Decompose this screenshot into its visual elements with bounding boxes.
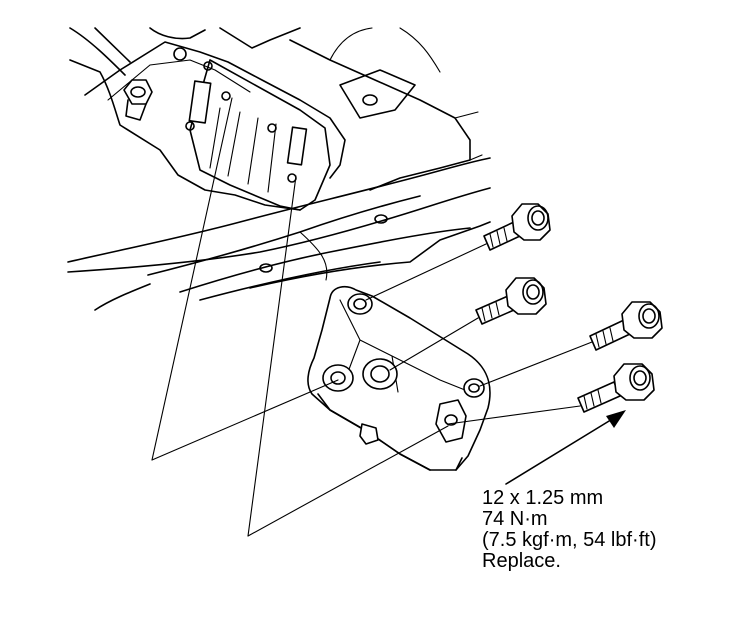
bolt-size-label: 12 x 1.25 mm (482, 487, 604, 509)
frame-bolt (123, 79, 153, 121)
mount-bolts (475, 203, 663, 413)
torque-nm-label: 74 N·m (482, 508, 548, 530)
bolt-3 (589, 301, 663, 351)
callout-arrow (505, 410, 626, 485)
replace-note: Replace. (482, 550, 561, 572)
bolt-2 (475, 277, 547, 325)
torque-callout: 12 x 1.25 mm 74 N·m (7.5 kgf·m, 54 lbf·f… (482, 488, 744, 572)
bolt-1 (483, 203, 551, 251)
torque-alt-label: (7.5 kgf·m, 54 lbf·ft) (482, 529, 657, 551)
engine-mount-bracket (307, 285, 491, 471)
assembly-lines (151, 97, 593, 537)
frame-structure (67, 27, 491, 311)
bolt-4 (577, 363, 655, 413)
